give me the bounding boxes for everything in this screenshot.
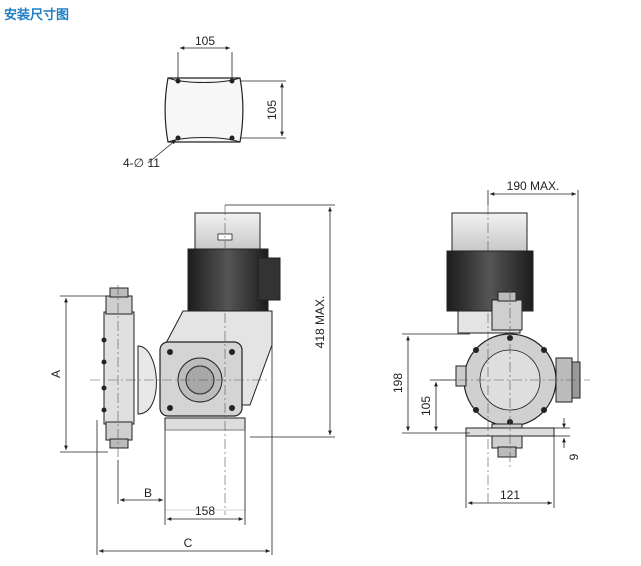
depth-label: 190 MAX.	[507, 179, 560, 193]
front-view-dimensions	[60, 204, 335, 555]
mounting-flange-view	[147, 46, 286, 164]
dimension-b-label: B	[144, 486, 152, 500]
hole-spec-label: 4-∅ 11	[123, 156, 160, 170]
offset-9-label: 9	[567, 453, 581, 460]
flange-width-label: 105	[195, 34, 215, 48]
overall-height-label: 418 MAX.	[313, 296, 327, 349]
side-view-dimensions	[402, 190, 579, 508]
height-105-label: 105	[419, 396, 433, 416]
height-198-label: 198	[391, 373, 405, 393]
pump-front-view	[90, 205, 281, 515]
flange-height-label: 105	[265, 100, 279, 120]
width-121-label: 121	[500, 488, 520, 502]
dimension-c-label: C	[184, 536, 193, 550]
base-width-label: 158	[195, 504, 215, 518]
dimension-a-label: A	[49, 370, 63, 378]
pump-side-view	[440, 205, 590, 505]
page-title: 安装尺寸图	[4, 7, 70, 22]
